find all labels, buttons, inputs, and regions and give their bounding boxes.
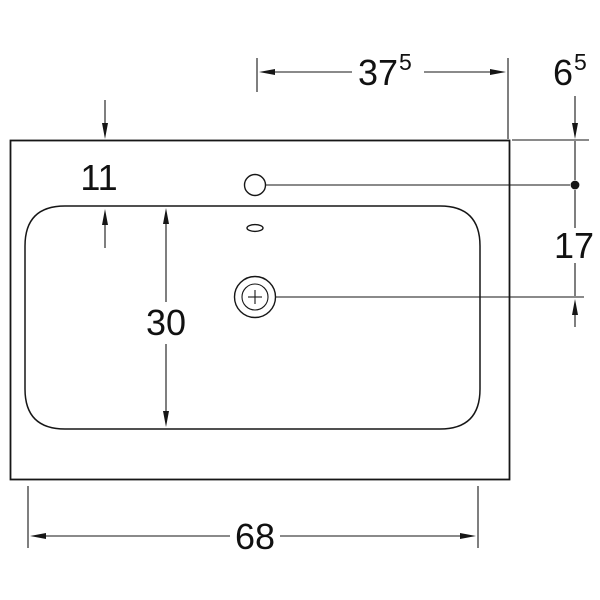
dim-bowl-width: 68 [27,486,479,557]
arrowhead-right [460,533,476,539]
arrowhead-up [163,208,169,224]
arrowhead-left [30,533,46,539]
dim-top-edge-to-faucet-axis: 6 5 [512,49,589,190]
arrowhead-up [102,209,108,225]
dim-faucet-axis-to-drain-axis: 17 [554,190,594,327]
dim-top-edge-to-bowl: 11 [80,100,118,248]
dimension-dot-terminator [570,180,580,190]
arrowhead-down [102,123,108,139]
dim-label-center-to-right-edge-superscript: 5 [399,49,412,75]
basin-outer-outline [9,139,511,481]
dim-label-faucet-axis-to-drain-axis: 17 [554,225,594,266]
faucet-hole [243,173,267,197]
dim-bowl-front-to-back: 30 [146,208,186,427]
dim-label-center-to-right-edge: 37 [358,52,398,93]
dim-label-bowl-width: 68 [235,516,275,557]
dim-center-to-right-edge: 37 5 [256,49,509,139]
arrowhead-up [572,299,578,315]
dim-label-bowl-front-to-back: 30 [146,302,186,343]
basin-bowl-outline [24,205,481,430]
dim-label-top-edge-to-bowl: 11 [80,157,117,198]
overflow-slot [246,223,264,233]
arrowhead-down [572,123,578,139]
arrowhead-right [490,69,506,75]
arrowhead-down [163,411,169,427]
basin [9,139,584,481]
drain-inner-circle [241,283,269,311]
arrowhead-left [259,69,275,75]
dim-label-top-edge-to-faucet-axis-superscript: 5 [574,49,587,75]
drain-outer-circle [233,275,277,319]
dim-label-top-edge-to-faucet-axis: 6 [553,52,573,93]
